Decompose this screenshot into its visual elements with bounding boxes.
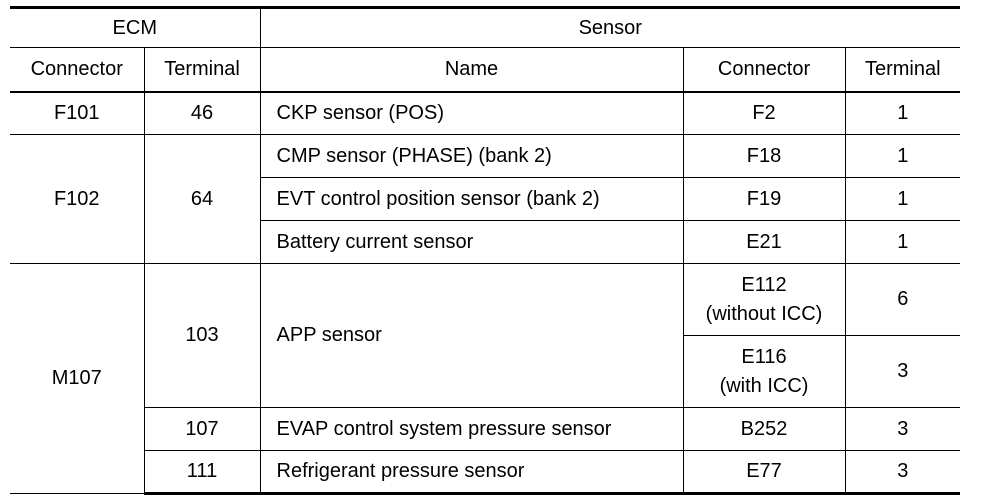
column-header-row: Connector Terminal Name Connector Termin… <box>10 47 961 92</box>
sensor-terminal-table-container: ECM Sensor Connector Terminal Name Conne… <box>10 6 961 495</box>
sensor-connector-cell: F19 <box>682 177 846 221</box>
sensor-connector-cell: E112 (without ICC) <box>682 263 846 336</box>
connector-condition: (without ICC) <box>705 302 823 325</box>
connector-condition: (with ICC) <box>719 374 809 397</box>
table-row: EVT control position sensor (bank 2) F19… <box>10 177 961 221</box>
sensor-name-cell: CMP sensor (PHASE) (bank 2) <box>259 134 684 178</box>
sensor-name-cell: EVT control position sensor (bank 2) <box>260 177 684 221</box>
table-row: F101 46 CKP sensor (POS) F2 1 <box>10 90 961 135</box>
sensor-terminal-cell: 6 <box>844 263 961 336</box>
sensor-terminal-cell: 1 <box>844 134 961 178</box>
sensor-terminal-cell: 3 <box>844 335 961 408</box>
connector-code: E112 <box>741 273 787 296</box>
sensor-terminal-cell: 3 <box>844 407 961 451</box>
sensor-terminal-cell: 1 <box>844 177 961 221</box>
ecm-connector-cell: F101 <box>10 90 145 135</box>
sensor-connector-header: Connector <box>682 47 846 92</box>
sensor-name-cell: Refrigerant pressure sensor <box>259 450 684 495</box>
table-row: M107 103 APP sensor E112 (without ICC) 6 <box>10 263 961 494</box>
ecm-connector-header: Connector <box>10 47 145 92</box>
sensor-connector-cell: E77 <box>682 450 846 495</box>
table-row: Battery current sensor E21 1 <box>10 220 961 264</box>
ecm-terminal-cell: 64 <box>143 134 261 264</box>
sensor-terminal-cell: 3 <box>844 450 961 495</box>
sensor-name-cell: Battery current sensor <box>260 220 684 264</box>
sensor-terminal-cell: 1 <box>844 220 961 264</box>
sensor-connector-cell: F18 <box>682 134 846 178</box>
ecm-terminal-cell: 111 <box>144 450 261 495</box>
sensor-terminal-header: Terminal <box>844 47 961 92</box>
sensor-terminal-cell: 1 <box>844 90 961 135</box>
ecm-group-header: ECM <box>10 6 261 48</box>
ecm-terminal-cell: 103 <box>143 263 261 408</box>
sensor-connector-cell: E116 (with ICC) <box>683 335 846 408</box>
sensor-group-header: Sensor <box>259 6 961 48</box>
table-row: 107 EVAP control system pressure sensor … <box>10 407 961 451</box>
table-row: 111 Refrigerant pressure sensor E77 3 <box>10 450 961 495</box>
group-header-row: ECM Sensor <box>10 6 961 48</box>
ecm-sensor-table: ECM Sensor Connector Terminal Name Conne… <box>10 6 961 495</box>
sensor-connector-cell: F2 <box>682 90 846 135</box>
ecm-connector-cell: F102 <box>10 134 145 264</box>
sensor-name-cell: APP sensor <box>259 263 684 408</box>
sensor-name-cell: EVAP control system pressure sensor <box>259 407 684 451</box>
sensor-name-cell: CKP sensor (POS) <box>259 90 684 135</box>
table-row: F102 64 CMP sensor (PHASE) (bank 2) F18 … <box>10 134 961 264</box>
ecm-terminal-header: Terminal <box>143 47 261 92</box>
ecm-terminal-cell: 46 <box>143 90 261 135</box>
sensor-connector-cell: B252 <box>682 407 846 451</box>
connector-code: E116 <box>741 345 787 368</box>
sensor-name-header: Name <box>259 47 684 92</box>
sensor-connector-cell: E21 <box>682 220 846 264</box>
ecm-connector-cell: M107 <box>10 263 145 494</box>
ecm-terminal-cell: 107 <box>144 407 261 451</box>
table-row: E116 (with ICC) 3 <box>10 335 961 408</box>
